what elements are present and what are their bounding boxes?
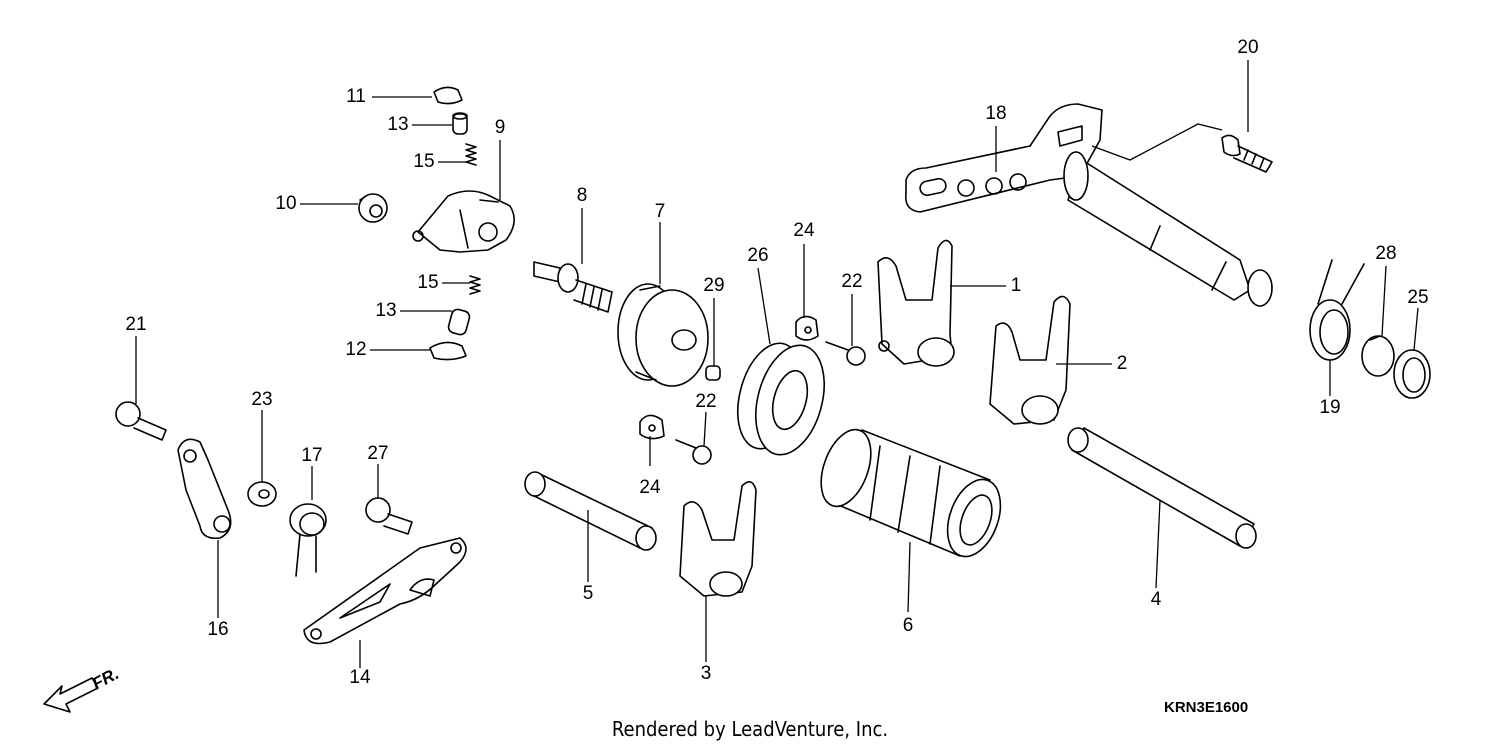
part-3-shift-fork bbox=[679, 481, 757, 597]
front-direction-arrow: FR. bbox=[43, 664, 122, 713]
part-11-cap bbox=[433, 86, 463, 105]
callout-11: 11 bbox=[346, 86, 366, 107]
callout-21: 21 bbox=[125, 314, 146, 335]
part-17-spring bbox=[289, 503, 327, 577]
callout-24-upper: 24 bbox=[793, 220, 815, 241]
part-27-bolt bbox=[365, 497, 413, 535]
part-22-bolt-lower bbox=[675, 439, 712, 465]
part-13-pin-lower bbox=[447, 308, 471, 336]
callout-28: 28 bbox=[1375, 243, 1396, 264]
part-6-shift-drum bbox=[820, 428, 1002, 558]
callout-4: 4 bbox=[1151, 589, 1162, 610]
diagram-code: KRN3E1600 bbox=[1164, 699, 1248, 716]
callout-25: 25 bbox=[1407, 287, 1428, 308]
part-4-guide-shaft bbox=[1067, 427, 1257, 549]
part-25-washer bbox=[1393, 349, 1431, 399]
callout-15-upper: 15 bbox=[413, 151, 434, 172]
part-2-shift-fork bbox=[989, 295, 1071, 425]
callout-5: 5 bbox=[583, 583, 594, 604]
callout-14: 14 bbox=[349, 667, 371, 688]
part-22-bolt-upper bbox=[825, 341, 866, 366]
callout-29: 29 bbox=[703, 275, 724, 296]
part-15-spring-upper bbox=[465, 143, 477, 166]
part-16-stopper-arm bbox=[177, 438, 232, 540]
callout-19: 19 bbox=[1319, 397, 1340, 418]
part-15-spring-lower bbox=[469, 275, 481, 295]
callout-24-lower: 24 bbox=[639, 477, 661, 498]
part-7-drum-center bbox=[617, 283, 709, 387]
part-14-plate bbox=[303, 537, 467, 645]
part-29-pin bbox=[705, 365, 721, 381]
part-5-guide-shaft bbox=[524, 471, 657, 551]
callout-15-lower: 15 bbox=[417, 272, 438, 293]
part-23-washer bbox=[247, 481, 277, 507]
callout-12: 12 bbox=[345, 339, 366, 360]
part-18-spindle-shaft bbox=[1063, 151, 1273, 307]
callout-26: 26 bbox=[747, 245, 768, 266]
part-13-pin-upper bbox=[452, 112, 468, 135]
part-1-shift-fork bbox=[877, 239, 955, 367]
callout-22-upper: 22 bbox=[841, 271, 862, 292]
part-19-return-spring bbox=[1309, 259, 1365, 361]
credit-text: Rendered by LeadVenture, Inc. bbox=[612, 717, 888, 741]
part-8-pin-bolt bbox=[533, 261, 613, 313]
callout-6: 6 bbox=[903, 615, 914, 636]
part-21-bolt bbox=[115, 401, 167, 441]
callout-23: 23 bbox=[251, 389, 272, 410]
callout-18: 18 bbox=[985, 103, 1006, 124]
callout-9: 9 bbox=[495, 117, 506, 138]
part-24-plate-upper bbox=[795, 315, 819, 341]
part-20-bolt bbox=[1221, 134, 1273, 173]
callout-17: 17 bbox=[301, 445, 322, 466]
callout-3: 3 bbox=[701, 663, 712, 684]
callout-13-upper: 13 bbox=[387, 114, 408, 135]
callout-13-lower: 13 bbox=[375, 300, 396, 321]
callout-16: 16 bbox=[207, 619, 228, 640]
part-12-cap bbox=[429, 341, 467, 361]
callout-2: 2 bbox=[1117, 353, 1128, 374]
callout-8: 8 bbox=[577, 185, 588, 206]
callout-7: 7 bbox=[655, 201, 666, 222]
part-10-collar bbox=[358, 193, 388, 223]
callout-10: 10 bbox=[275, 193, 296, 214]
callout-1: 1 bbox=[1011, 275, 1022, 296]
callout-22-lower: 22 bbox=[695, 391, 716, 412]
callout-27: 27 bbox=[367, 443, 388, 464]
leader-lines bbox=[135, 60, 1419, 668]
callout-20: 20 bbox=[1237, 37, 1258, 58]
part-18-spindle-arm bbox=[904, 103, 1103, 213]
part-9-holder bbox=[412, 190, 515, 253]
callouts: 1 2 3 4 5 6 7 8 9 10 11 12 13 13 14 15 1… bbox=[125, 37, 1428, 688]
part-24-plate-lower bbox=[639, 414, 665, 440]
part-28-circlip bbox=[1361, 335, 1395, 377]
part-26-bearing bbox=[737, 342, 825, 456]
